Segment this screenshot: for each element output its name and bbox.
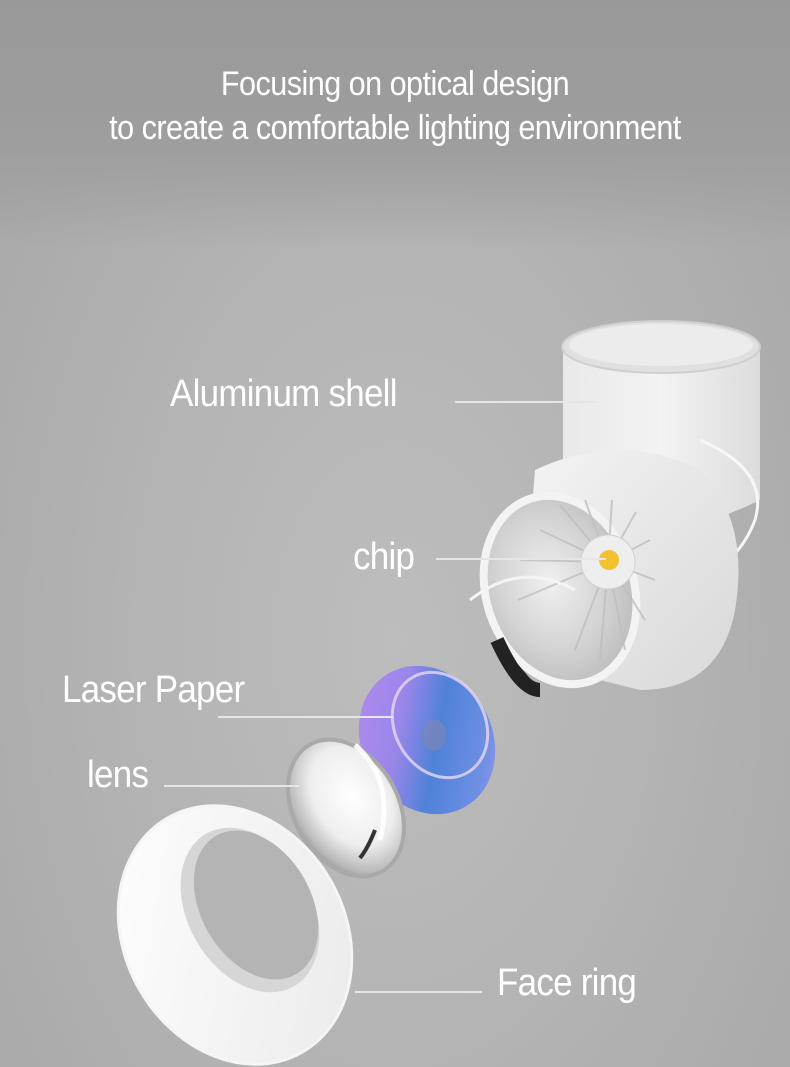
headline-line-2: to create a comfortable lighting environ… xyxy=(109,109,681,147)
headline-line-1: Focusing on optical design xyxy=(220,65,570,103)
label-chip: chip xyxy=(353,536,415,578)
laser-paper-part xyxy=(358,665,496,815)
top-gradient-band xyxy=(0,0,790,250)
label-face-ring: Face ring xyxy=(497,962,637,1004)
leader-line-aluminum-shell xyxy=(455,401,595,403)
face-ring-part xyxy=(116,804,354,1066)
leader-line-face-ring xyxy=(355,991,482,993)
lamp-head-part xyxy=(469,450,739,697)
label-lens: lens xyxy=(87,754,149,796)
leader-line-chip xyxy=(436,558,606,560)
leader-line-laser-paper xyxy=(218,716,393,718)
lens-part xyxy=(286,737,406,879)
chip-led xyxy=(599,550,619,570)
label-aluminum-shell: Aluminum shell xyxy=(170,373,397,415)
label-laser-paper: Laser Paper xyxy=(62,669,245,711)
leader-line-lens xyxy=(164,785,299,787)
headline: Focusing on optical design to create a c… xyxy=(40,62,751,150)
